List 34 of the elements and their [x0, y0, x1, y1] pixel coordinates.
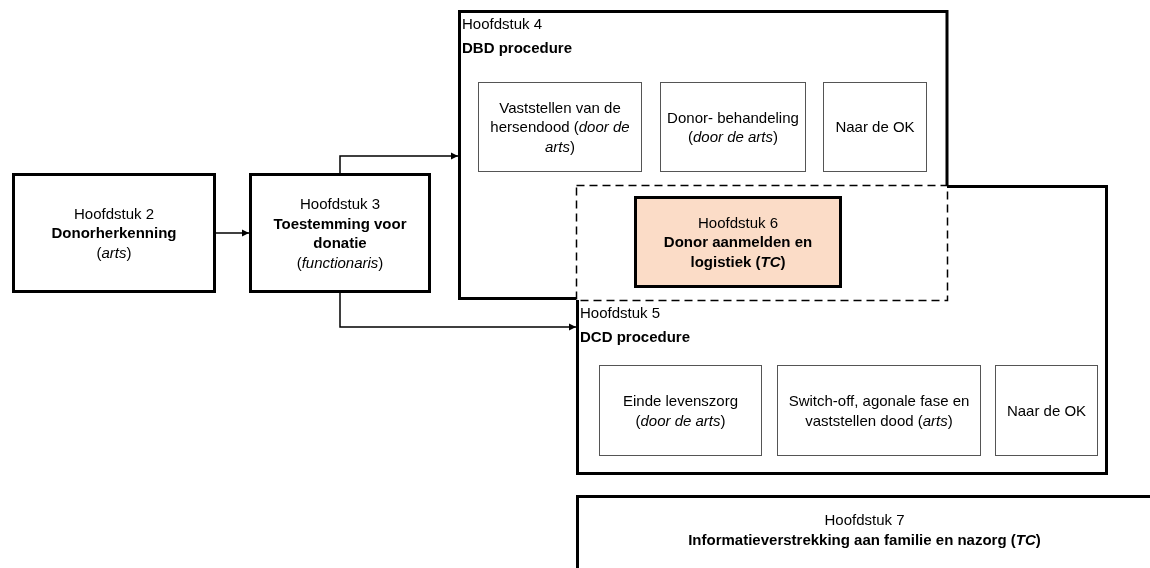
step-box [777, 365, 981, 456]
chapter-label: Hoofdstuk 7 [824, 510, 905, 530]
step-box [660, 82, 806, 172]
highlighted-box [634, 196, 842, 288]
procedure-frame [458, 10, 947, 300]
process-box [249, 173, 431, 293]
arrow [215, 229, 250, 237]
step-box [478, 82, 642, 172]
step-box [823, 82, 927, 172]
chapter-title: DCD procedure [580, 326, 691, 346]
chapter-title: Donor aanmelden en logistiek (TC) [662, 232, 814, 272]
arrow [339, 152, 459, 174]
chapter-label: Hoofdstuk 6 [697, 212, 778, 233]
chapter-label: Hoofdstuk 5 [580, 303, 661, 323]
step-box [599, 365, 762, 456]
node-text: Switch-off, agonale fase en vaststellen dood (arts) [787, 391, 971, 430]
chapter-title: DBD procedure [462, 37, 573, 57]
chapter-box [576, 495, 1150, 568]
chapter-label: Hoofdstuk 3 [299, 194, 380, 214]
arrow [339, 292, 577, 331]
procedure-frame [576, 185, 1108, 475]
chapter-label: Hoofdstuk 2 [73, 203, 154, 224]
chapter-title: Donorherkenning [51, 223, 177, 243]
step-box [995, 365, 1098, 456]
node-text: (functionaris) [296, 252, 384, 272]
node-text: Donor- behandeling (door de arts) [666, 107, 800, 147]
node-text: Einde levenszorg (door de arts) [621, 391, 740, 430]
node-text: Naar de OK [1006, 400, 1087, 421]
node-text: Vaststellen van de hersendood (door de arts) [489, 97, 631, 157]
chapter-title: Informatieverstrekking aan familie en nazorg (TC) [688, 529, 1041, 549]
node-text: Naar de OK [835, 117, 915, 137]
node-text: (arts) [96, 242, 132, 263]
process-box [12, 173, 216, 293]
chapter-label: Hoofdstuk 4 [462, 14, 543, 34]
